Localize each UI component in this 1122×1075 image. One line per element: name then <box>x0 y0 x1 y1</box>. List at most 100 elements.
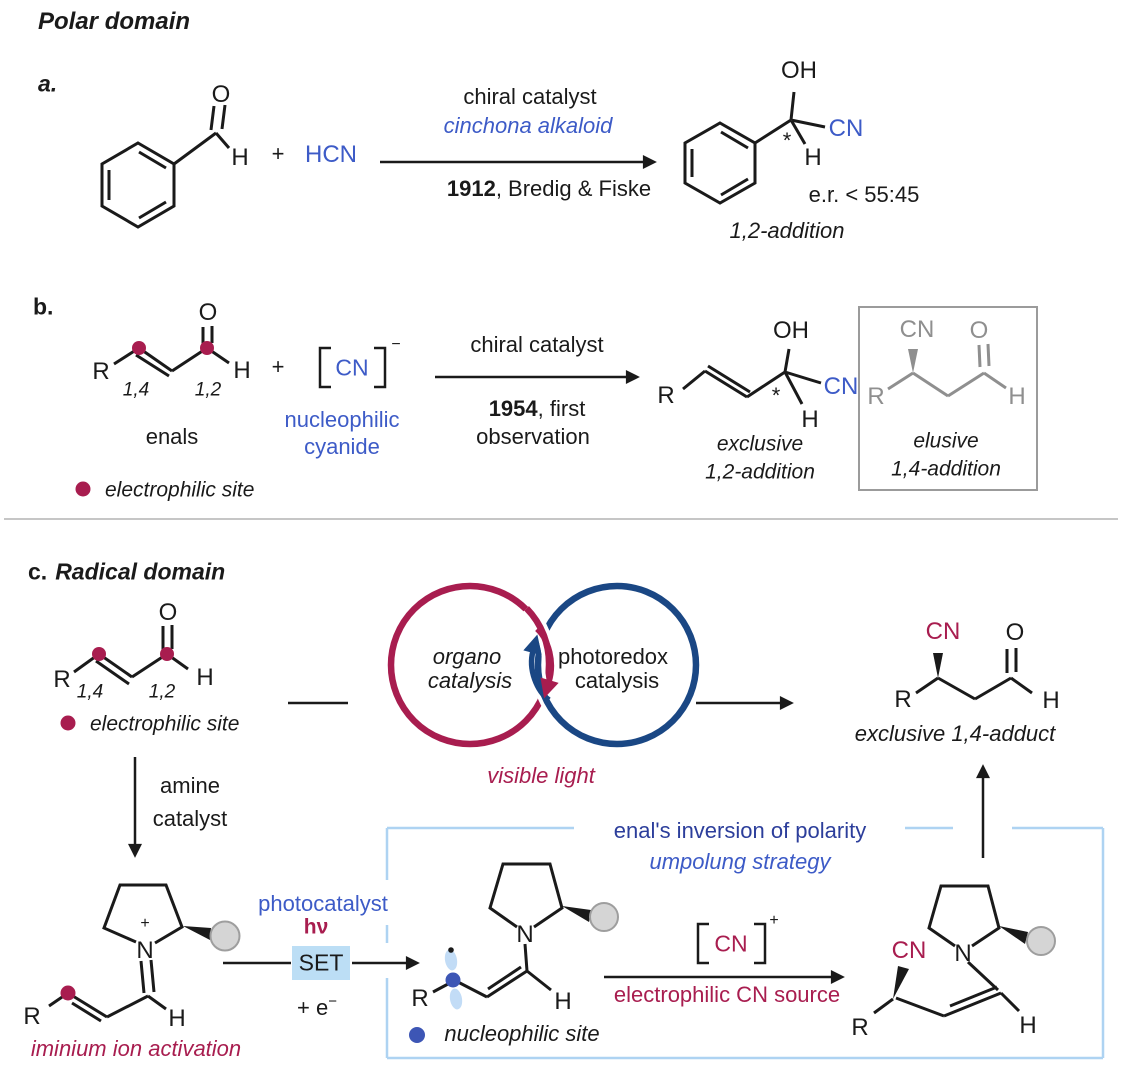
condition-chiral-catalyst-b: chiral catalyst <box>470 332 604 357</box>
atom-R: R <box>851 1014 869 1041</box>
position-label-12: 1,2 <box>194 379 222 401</box>
legend-electrophilic-dot-c <box>60 715 76 731</box>
atom-R: R <box>657 382 675 409</box>
substituent-ball <box>209 920 241 952</box>
position-label-12: 1,2 <box>148 681 176 703</box>
elusive-14-structure <box>887 343 1007 398</box>
label-set: SET <box>298 949 344 976</box>
cn-plus-arrow <box>604 922 845 984</box>
atom-R: R <box>411 985 429 1012</box>
adduct-14-structure <box>915 648 1033 701</box>
position-label-14: 1,4 <box>122 379 150 401</box>
electrophilic-site-dot <box>132 341 146 355</box>
umpolung-box-subtitle: umpolung strategy <box>649 849 831 874</box>
atom-O: O <box>211 81 231 108</box>
atom-H: H <box>804 144 822 171</box>
atom-H: H <box>1019 1012 1037 1039</box>
panel-c-label-title: c.Radical domain <box>28 560 225 584</box>
orbital-lobe <box>444 949 458 971</box>
caption-visible-light: visible light <box>487 763 595 788</box>
atom-R: R <box>894 686 912 713</box>
caption-elusive: elusive <box>913 429 979 453</box>
enal-structure-c <box>73 625 189 686</box>
atom-CN-crimson: CN <box>891 937 927 964</box>
cyanide-anion: CN <box>335 354 369 381</box>
atom-R: R <box>23 1003 41 1030</box>
atom-N: N <box>136 937 154 964</box>
atom-CN: CN <box>823 373 859 400</box>
photoredox-cycle-circle <box>534 582 700 748</box>
label-photocatalyst: photocatalyst <box>258 891 388 916</box>
atom-O: O <box>198 299 218 326</box>
stereocenter-star: * <box>782 128 792 153</box>
electrophilic-site-dot <box>160 647 174 661</box>
wedge-bond <box>933 653 943 678</box>
atom-OH: OH <box>781 57 817 84</box>
plus-sign: + <box>271 141 285 166</box>
cycle-organo: organo <box>432 644 502 669</box>
year-1912: 1912 <box>446 176 496 201</box>
panel-b-label: b. <box>33 293 54 320</box>
cycle-photoredox: photoredox <box>557 644 669 669</box>
reagent-hcn: HCN <box>305 141 357 168</box>
atom-R: R <box>53 666 71 693</box>
atom-H: H <box>233 357 251 384</box>
wedge-bond <box>893 966 909 999</box>
wedge-bond <box>999 926 1028 944</box>
atom-H-gray: H <box>1008 383 1026 410</box>
radical-enamine-structure <box>432 862 619 1010</box>
plus-charge-cn: + <box>769 912 779 929</box>
cyanated-enamine-structure <box>873 884 1056 1018</box>
caption-exclusive: exclusive <box>716 432 804 456</box>
cyanide-brackets-c <box>696 922 767 965</box>
orbital-lobe <box>449 988 463 1010</box>
minus-charge: − <box>391 336 401 353</box>
atom-N: N <box>954 940 972 967</box>
caption-nucleophilic: nucleophilic <box>284 407 400 432</box>
cyanide-cation: CN <box>714 930 748 957</box>
product-12-structure <box>682 348 822 405</box>
condition-year-line-a: 1912, Bredig & Fiske <box>447 178 651 200</box>
atom-O: O <box>1005 619 1025 646</box>
electron-minus: − <box>328 993 337 1010</box>
polar-domain-title: Polar domain <box>38 8 191 35</box>
electron-base: + e <box>297 995 329 1020</box>
cycle-exchange-arrow-down <box>535 626 559 699</box>
label-plus-electron: + e− <box>297 994 337 1020</box>
panel-a-label: a. <box>38 70 58 97</box>
cyanide-brackets-b <box>318 346 387 389</box>
umpolung-box-title: enal's inversion of polarity <box>613 818 867 843</box>
year-1954: 1954 <box>488 396 538 421</box>
atom-H: H <box>231 144 249 171</box>
caption-iminium-activation: iminium ion activation <box>30 1036 242 1061</box>
first-text: , first <box>537 396 586 421</box>
substituent-ball <box>1026 926 1056 956</box>
enal-structure-b <box>113 326 230 378</box>
caption-enals: enals <box>145 424 199 449</box>
atom-H: H <box>554 988 572 1015</box>
wedge-bond <box>183 926 211 940</box>
set-highlight <box>292 946 350 980</box>
condition-year-line-b: 1954, first <box>489 398 586 420</box>
legend-electrophilic-site-c: electrophilic site <box>90 712 240 736</box>
electrophilic-site-dot <box>60 985 76 1001</box>
nucleophilic-site-dot <box>445 972 461 988</box>
atom-CN-gray: CN <box>899 316 935 343</box>
condition-cinchona-alkaloid: cinchona alkaloid <box>443 113 613 138</box>
atom-N: N <box>516 921 534 948</box>
stereocenter-star: * <box>771 383 781 408</box>
wedge-bond <box>562 906 591 922</box>
cycle-photoredox-catalysis: catalysis <box>574 668 660 693</box>
legend-electrophilic-dot-b <box>75 481 91 497</box>
set-arrow <box>223 946 420 980</box>
plus-charge-iminium: + <box>140 915 150 932</box>
electrophilic-site-dot <box>92 647 106 661</box>
label-hv: hν <box>303 915 329 939</box>
atom-H: H <box>196 664 214 691</box>
cycle-organo-catalysis: catalysis <box>427 668 513 693</box>
wedge-bond <box>908 349 918 373</box>
caption-cyanide: cyanide <box>304 434 380 459</box>
atom-CN-crimson: CN <box>925 618 961 645</box>
atom-H: H <box>801 406 819 433</box>
